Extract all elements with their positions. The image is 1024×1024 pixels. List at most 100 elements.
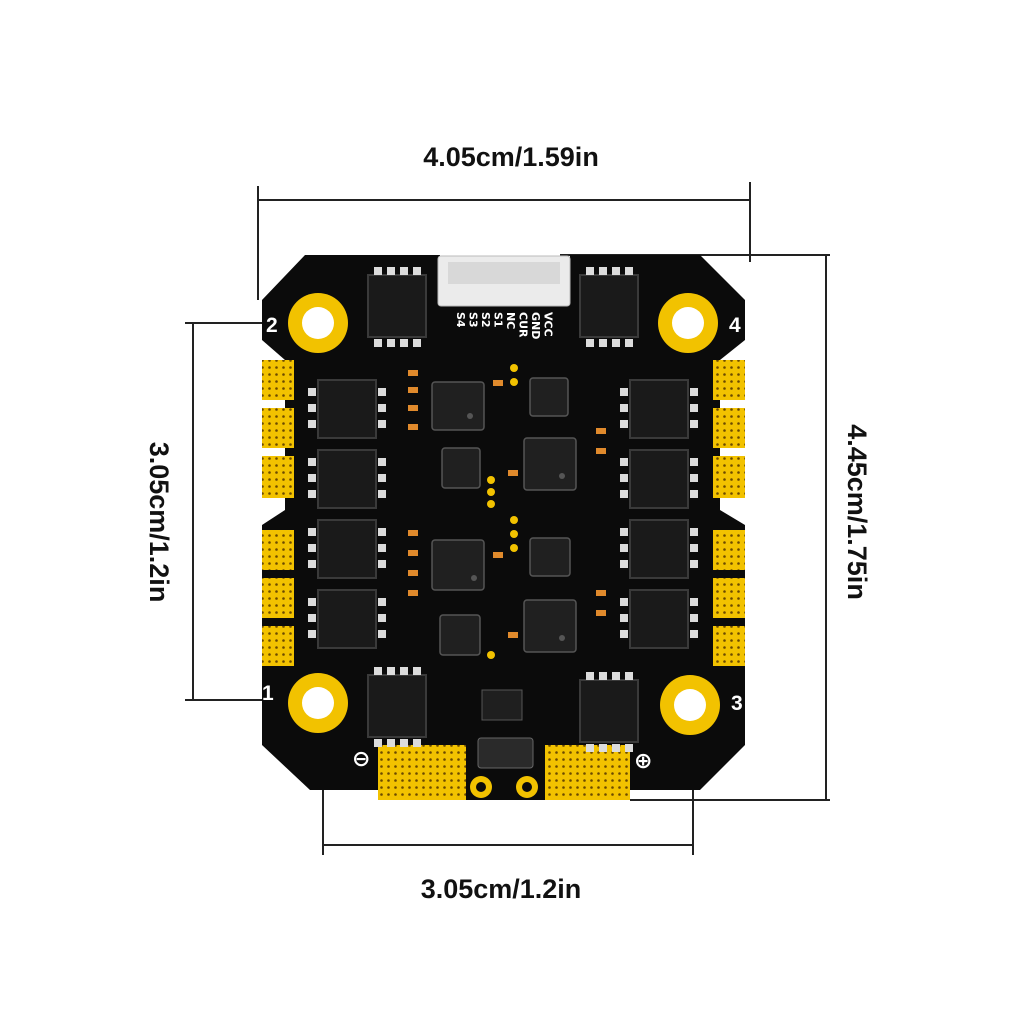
mosfet-leads [308,267,698,752]
mosfet-lead [400,267,408,275]
mosfet-lead [586,339,594,347]
signal-connector [437,255,571,307]
mosfet-lead [387,667,395,675]
mosfet-lead [620,420,628,428]
mosfet-lead [308,560,316,568]
mosfet-lead [308,528,316,536]
hole-label-1: 1 [262,682,274,705]
mosfet-lead [378,404,386,412]
motor-pads-right [713,360,745,666]
mosfet-lead [620,598,628,606]
mosfet-lead [374,267,382,275]
mosfet-lead [308,404,316,412]
mosfet-lead [400,667,408,675]
mosfet-lead [612,267,620,275]
regulator [481,689,523,721]
mosfet-lead [413,339,421,347]
mosfet-lead [374,339,382,347]
inductor [477,737,534,769]
mounting-hole-3: 3 [660,675,743,735]
mosfet-lead [387,739,395,747]
mosfet-lead [625,267,633,275]
mosfet-lead [378,420,386,428]
hole-label-4: 4 [729,314,741,337]
bottom-dimension-label: 3.05cm/1.2in [421,874,582,904]
connector-pin-label: NC [504,312,517,329]
battery-pads: ⊖ ⊕ [352,745,652,800]
mosfet-lead [586,672,594,680]
mosfet-lead [690,598,698,606]
mosfet-lead [620,544,628,552]
mosfet-lead [620,458,628,466]
positive-pad-symbol: ⊕ [634,749,652,774]
mosfet-lead [308,614,316,622]
ic-pin1-markers [467,413,565,641]
connector-pin-label: VCC [542,312,555,337]
mounting-hole-1: 1 [262,673,348,733]
connector-pin-label: S4 [454,312,467,328]
mosfet-lead [690,560,698,568]
mosfet-lead [378,614,386,622]
mosfet-lead [690,420,698,428]
mosfet-lead [625,339,633,347]
hole-label-3: 3 [731,692,743,715]
mosfet-lead [625,744,633,752]
mosfet-lead [625,672,633,680]
negative-pad-symbol: ⊖ [352,747,370,772]
mosfet-lead [387,339,395,347]
mosfet-lead [308,598,316,606]
mosfet-lead [620,560,628,568]
right-dimension-label: 4.45cm/1.75in [842,424,872,600]
mosfet-lead [400,339,408,347]
mosfet-lead [378,458,386,466]
mosfet-lead [413,667,421,675]
mosfet-lead [612,672,620,680]
mosfet-lead [378,630,386,638]
mosfet-lead [378,490,386,498]
connector-pin-label: CUR [517,312,530,338]
connector-pin-label: GND [529,312,542,339]
mosfet-lead [620,528,628,536]
hole-label-2: 2 [266,314,278,337]
mosfet-lead [378,544,386,552]
mosfet-lead [612,744,620,752]
mosfet-lead [620,404,628,412]
mosfet-lead [586,267,594,275]
mosfet-lead [690,474,698,482]
mosfet-lead [308,544,316,552]
mosfet-lead [612,339,620,347]
mosfet-lead [620,630,628,638]
mosfet-lead [413,739,421,747]
mosfet-lead [400,739,408,747]
mosfet-lead [620,614,628,622]
mosfet-lead [620,388,628,396]
mosfet-lead [308,630,316,638]
mosfet-lead [387,267,395,275]
mosfet-lead [690,614,698,622]
mosfet-lead [690,630,698,638]
mosfet-lead [620,490,628,498]
mosfet-lead [308,490,316,498]
mosfet-lead [374,739,382,747]
mounting-hole-2: 2 [266,293,348,353]
mosfet-lead [690,528,698,536]
mounting-hole-4: 4 [658,293,741,353]
passive-components [408,370,606,638]
mosfets [317,274,689,743]
mosfet-lead [378,560,386,568]
top-dimension-label: 4.05cm/1.59in [423,142,599,172]
mosfet-lead [378,474,386,482]
driver-ics [431,377,577,656]
mosfet-lead [378,598,386,606]
mosfet-lead [308,458,316,466]
mosfet-lead [690,388,698,396]
mosfet-lead [620,474,628,482]
connector-pin-label: S3 [467,312,480,328]
mosfet-lead [690,544,698,552]
mosfet-lead [378,528,386,536]
mosfet-lead [599,744,607,752]
mosfet-lead [586,744,594,752]
